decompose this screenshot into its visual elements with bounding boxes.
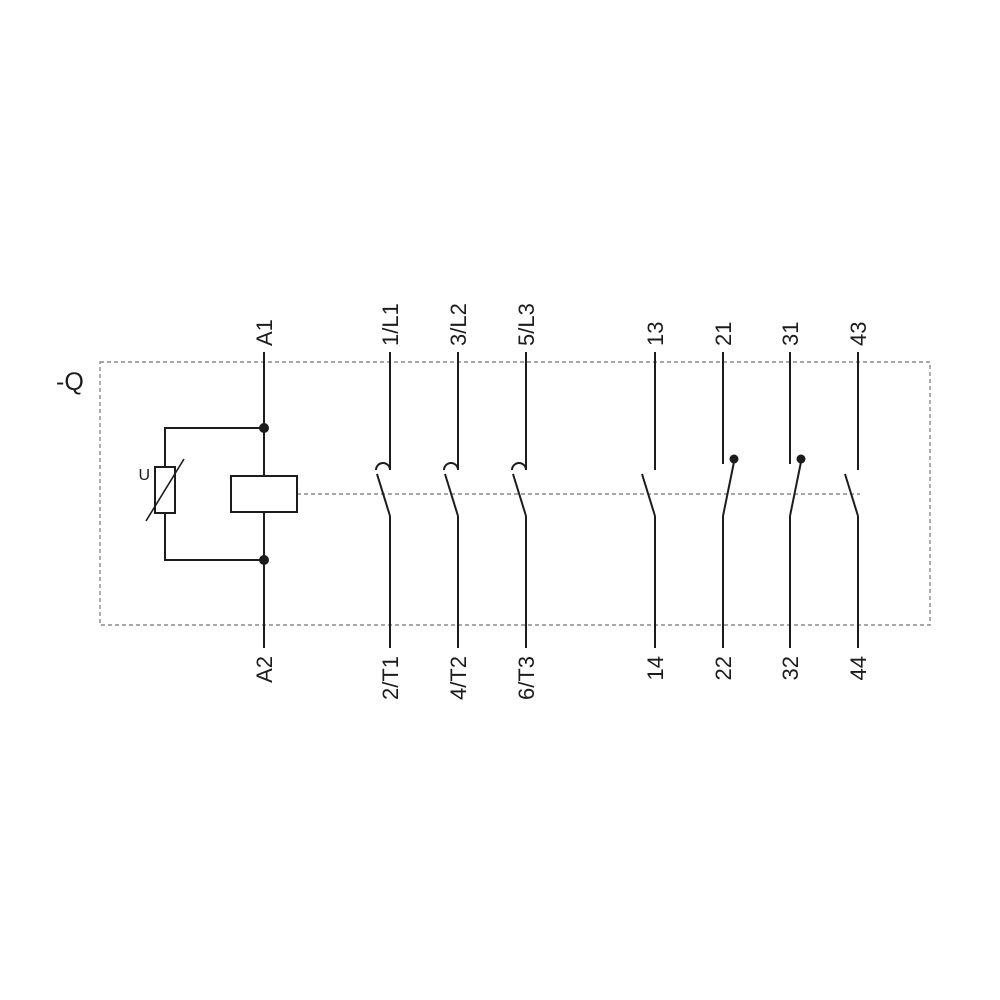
terminal-label-31: 31 (778, 322, 803, 346)
fixed-contact-arc (375, 462, 391, 471)
suppressor-branch-wire (164, 427, 264, 561)
terminal-label-2t1: 2/T1 (378, 656, 403, 700)
coil-circuit: A1 A2 U (138, 319, 298, 683)
terminal-label-a2: A2 (252, 656, 277, 683)
fixed-contact-arc (511, 462, 527, 471)
surge-suppressor-branch: U (138, 427, 264, 561)
terminal-label-5l3: 5/L3 (514, 303, 539, 346)
contact-blade (789, 456, 803, 517)
aux-contact-31-32: 31 32 (778, 322, 806, 680)
aux-contact-43-44: 43 44 (844, 322, 871, 680)
aux-contact-13-14: 13 14 (641, 322, 668, 680)
main-pole-2: 3/L2 4/T2 (443, 303, 471, 700)
terminal-label-3l2: 3/L2 (446, 303, 471, 346)
terminal-label-43: 43 (846, 322, 871, 346)
terminal-label-6t3: 6/T3 (514, 656, 539, 700)
contact-blade (641, 473, 656, 517)
device-label: -Q (56, 368, 84, 396)
varistor-label: U (138, 467, 150, 484)
fixed-contact-arc (443, 462, 459, 471)
terminal-label-4t2: 4/T2 (446, 656, 471, 700)
contact-blade (512, 473, 527, 517)
terminal-label-14: 14 (643, 656, 668, 680)
aux-contact-21-22: 21 22 (711, 322, 739, 680)
varistor-diagonal (145, 458, 185, 522)
main-pole-3: 5/L3 6/T3 (511, 303, 539, 700)
contact-blade (722, 456, 736, 517)
terminal-label-44: 44 (846, 656, 871, 680)
terminal-label-a1: A1 (252, 319, 277, 346)
device-boundary (99, 361, 931, 626)
coil-symbol (230, 475, 298, 513)
main-pole-1: 1/L1 2/T1 (375, 303, 403, 700)
terminal-label-22: 22 (711, 656, 736, 680)
contact-blade (844, 473, 859, 517)
contact-blade (444, 473, 459, 517)
terminal-label-13: 13 (643, 322, 668, 346)
terminal-label-21: 21 (711, 322, 736, 346)
terminal-label-32: 32 (778, 656, 803, 680)
terminal-label-1l1: 1/L1 (378, 303, 403, 346)
contact-blade (376, 473, 391, 517)
